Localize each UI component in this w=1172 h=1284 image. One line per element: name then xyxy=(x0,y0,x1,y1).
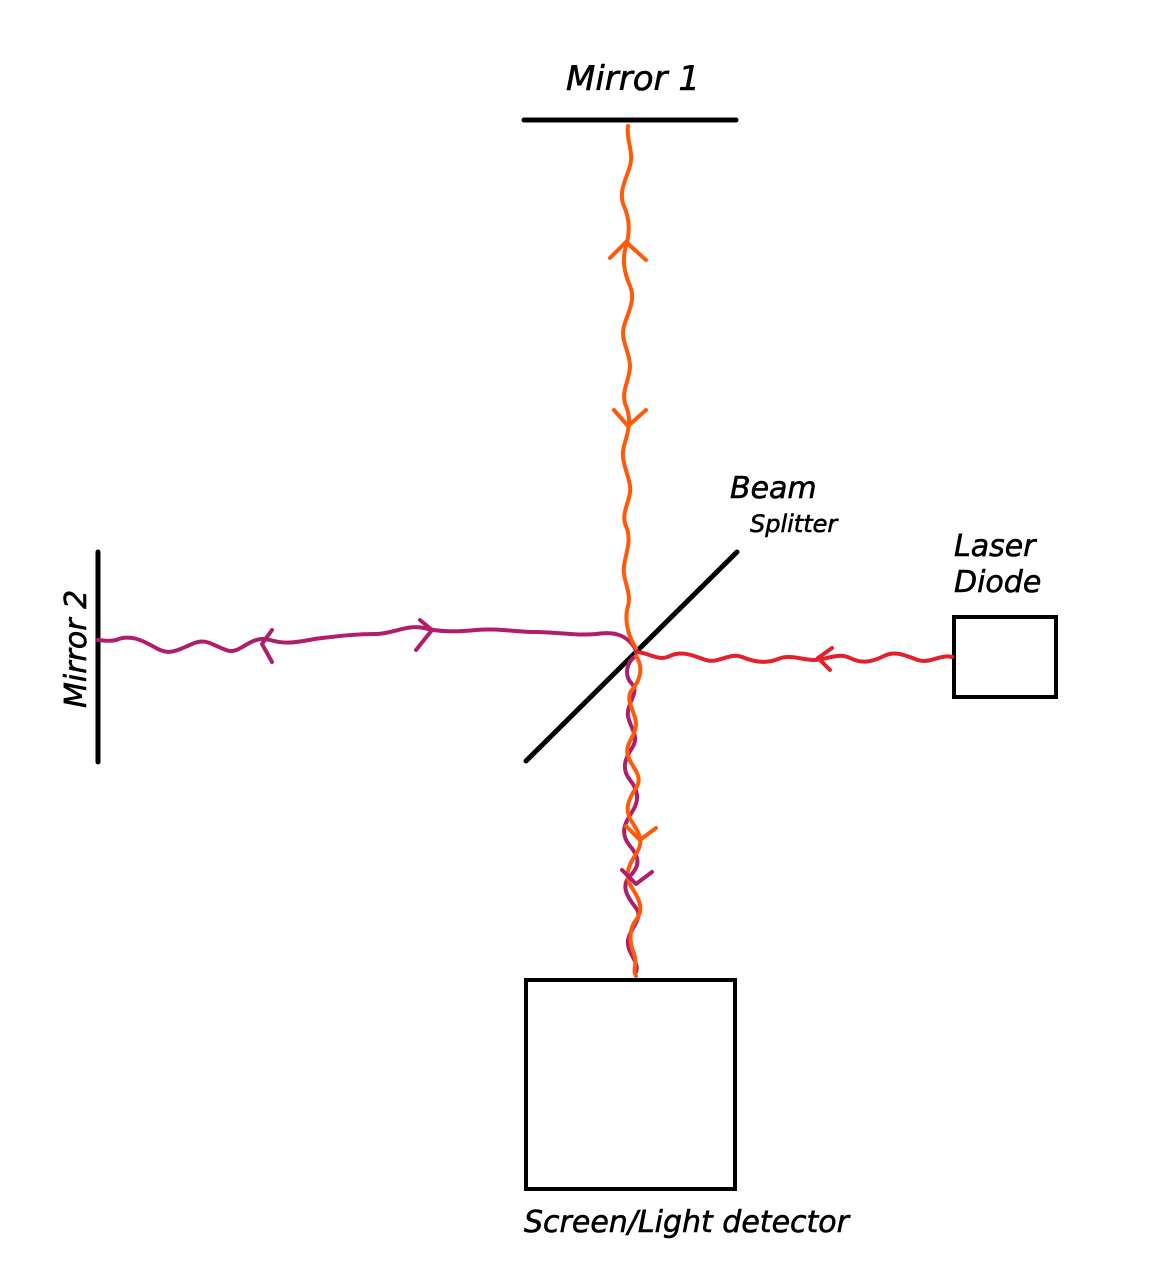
mirror-2-label: Mirror 2 xyxy=(59,590,94,708)
magenta-beam-arrow-left xyxy=(260,628,274,664)
magenta-beam-arrow-right xyxy=(414,618,434,652)
mirror-1-label: Mirror 1 xyxy=(566,59,700,99)
orange-beam-arrow-up xyxy=(608,240,648,262)
recombined-beam-orange xyxy=(625,654,643,978)
recombined-beam-arrow xyxy=(624,824,658,842)
beam-splitter-label-line1: Beam xyxy=(730,471,817,506)
screen-light-detector-label: Screen/Light detector xyxy=(524,1205,851,1240)
laser-diode-label-line2: Diode xyxy=(954,565,1041,600)
laser-diode xyxy=(952,615,1058,699)
laser-diode-label-line1: Laser xyxy=(954,529,1037,564)
beam-to-mirror-2-magenta xyxy=(96,625,638,654)
screen-light-detector xyxy=(524,978,737,1191)
orange-beam-arrow-down xyxy=(612,408,648,428)
red-beam-arrow xyxy=(816,646,834,672)
recombined-beam-arrow-2 xyxy=(620,868,654,886)
laser-beam-red xyxy=(634,650,954,664)
beam-to-mirror-1-orange xyxy=(619,124,638,650)
beam-splitter xyxy=(523,549,740,764)
beam-splitter-label-line2: Splitter xyxy=(750,510,839,538)
